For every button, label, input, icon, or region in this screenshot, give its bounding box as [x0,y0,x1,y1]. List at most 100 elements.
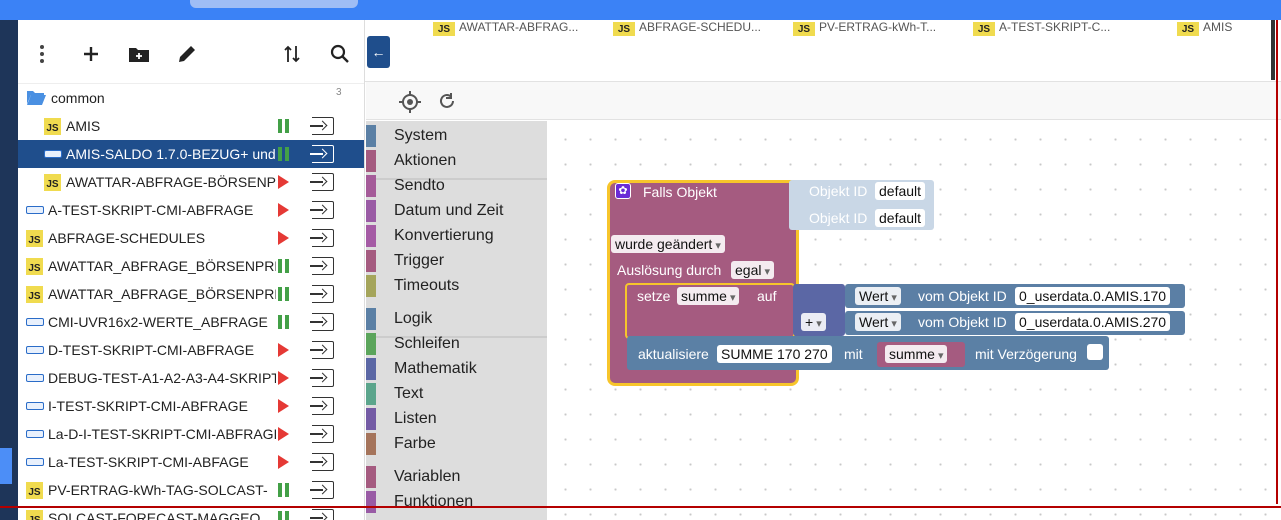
object-id-field-2[interactable]: default [875,209,926,227]
play-icon[interactable] [278,399,290,413]
gear-icon[interactable]: ✿ [615,183,631,199]
script-row[interactable]: La-TEST-SKRIPT-CMI-ABFAGE [18,448,364,476]
category-label: Funktionen [394,493,474,510]
get2-oid-field[interactable]: 0_userdata.0.AMIS.270 [1015,313,1171,331]
export-icon[interactable] [310,229,334,247]
new-folder-icon[interactable] [127,42,151,66]
update-var-dropdown[interactable]: summe [885,345,948,363]
category-color-bar [366,125,376,147]
pause-icon[interactable] [278,119,290,133]
plus-icon[interactable] [79,42,103,66]
toolbox-category[interactable]: Mathematik [366,357,547,382]
play-icon[interactable] [278,343,290,357]
script-row[interactable]: JSSOLCAST-FORECAST-MAGGEO [18,504,364,520]
export-icon[interactable] [310,201,334,219]
script-row[interactable]: A-TEST-SKRIPT-CMI-ABFRAGE [18,196,364,224]
script-row[interactable]: CMI-UVR16x2-WERTE_ABFRAGE [18,308,364,336]
play-icon[interactable] [278,371,290,385]
get1-oid-field[interactable]: 0_userdata.0.AMIS.170 [1015,287,1171,305]
play-icon[interactable] [278,175,290,189]
toolbox-category[interactable]: Farbe [366,432,547,457]
play-icon[interactable] [278,231,290,245]
blockly-file-icon [44,150,62,158]
toolbox-category[interactable]: Variablen [366,465,547,490]
object-id-field-1[interactable]: default [875,182,926,200]
play-icon[interactable] [278,427,290,441]
toolbox-category[interactable]: Datum und Zeit [366,199,547,224]
trigger-ack-dropdown[interactable]: egal [731,261,775,279]
export-icon[interactable] [310,481,334,499]
export-icon[interactable] [310,369,334,387]
object-id-label-1: Objekt ID [809,183,868,199]
script-label: ABFRAGE-SCHEDULES [48,230,206,246]
delay-checkbox[interactable] [1087,344,1103,360]
script-row[interactable]: D-TEST-SKRIPT-CMI-ABFRAGE [18,336,364,364]
tabs-scrollbar[interactable] [1271,20,1275,80]
export-icon[interactable] [310,285,334,303]
set-var-dropdown[interactable]: summe [677,287,740,305]
export-icon[interactable] [310,145,334,163]
get2-prop-dropdown[interactable]: Wert [855,313,901,331]
toolbox-category[interactable]: System [366,124,547,149]
collapse-sidebar-button[interactable]: ← [367,36,390,68]
pause-icon[interactable] [278,147,290,161]
toolbox-category[interactable]: Trigger [366,249,547,274]
sort-icon[interactable] [280,42,304,66]
pause-icon[interactable] [278,259,290,273]
pause-icon[interactable] [278,287,290,301]
export-icon[interactable] [310,313,334,331]
pencil-icon[interactable] [175,42,199,66]
export-icon[interactable] [310,117,334,135]
toolbox-category[interactable]: Funktionen [366,490,547,515]
script-label: La-D-I-TEST-SKRIPT-CMI-ABFRAGE [48,426,276,442]
script-row[interactable]: DEBUG-TEST-A1-A2-A3-A4-SKRIPT [18,364,364,392]
export-icon[interactable] [310,341,334,359]
toolbox-category[interactable]: Aktionen [366,149,547,174]
script-row[interactable]: JS ABFRAGE-SCHEDULES [18,224,364,252]
play-icon[interactable] [278,455,290,469]
update-target-field[interactable]: SUMME 170 270 [717,345,832,363]
script-row[interactable]: La-D-I-TEST-SKRIPT-CMI-ABFRAGE [18,420,364,448]
toolbox-category[interactable]: Logik [366,307,547,332]
update-block[interactable] [627,336,1109,370]
pause-icon[interactable] [278,315,290,329]
folder-common[interactable]: common 3 [18,84,364,112]
toolbox-category[interactable]: Timeouts [366,274,547,299]
toolbox-category[interactable]: Konvertierung [366,224,547,249]
toolbox-category[interactable]: Listen [366,407,547,432]
toolbox-category[interactable]: Text [366,382,547,407]
script-row[interactable]: I-TEST-SKRIPT-CMI-ABFRAGE [18,392,364,420]
toolbox-category[interactable]: Schleifen [366,332,547,357]
export-icon[interactable] [310,425,334,443]
play-icon[interactable] [278,203,290,217]
pause-icon[interactable] [278,511,290,520]
pause-icon[interactable] [278,483,290,497]
math-op-dropdown[interactable]: + [801,313,826,331]
script-row[interactable]: AMIS-SALDO 1.7.0-BEZUG+ und [18,140,364,168]
export-icon[interactable] [310,397,334,415]
get1-prop-dropdown[interactable]: Wert [855,287,901,305]
crosshair-icon[interactable] [399,91,421,113]
export-icon[interactable] [310,257,334,275]
trigger-mode-dropdown[interactable]: wurde geändert [611,235,725,253]
refresh-icon[interactable] [436,91,458,113]
blockly-workspace[interactable]: ✿ Falls Objekt wurde geändert Auslösung … [547,121,1281,520]
more-vert-icon[interactable] [30,42,54,66]
toolbox-category[interactable]: Sendto [366,174,547,199]
export-icon[interactable] [310,509,334,520]
export-icon[interactable] [310,453,334,471]
js-file-icon: JS [26,230,43,247]
search-icon[interactable] [328,42,352,66]
export-icon[interactable] [310,173,334,191]
